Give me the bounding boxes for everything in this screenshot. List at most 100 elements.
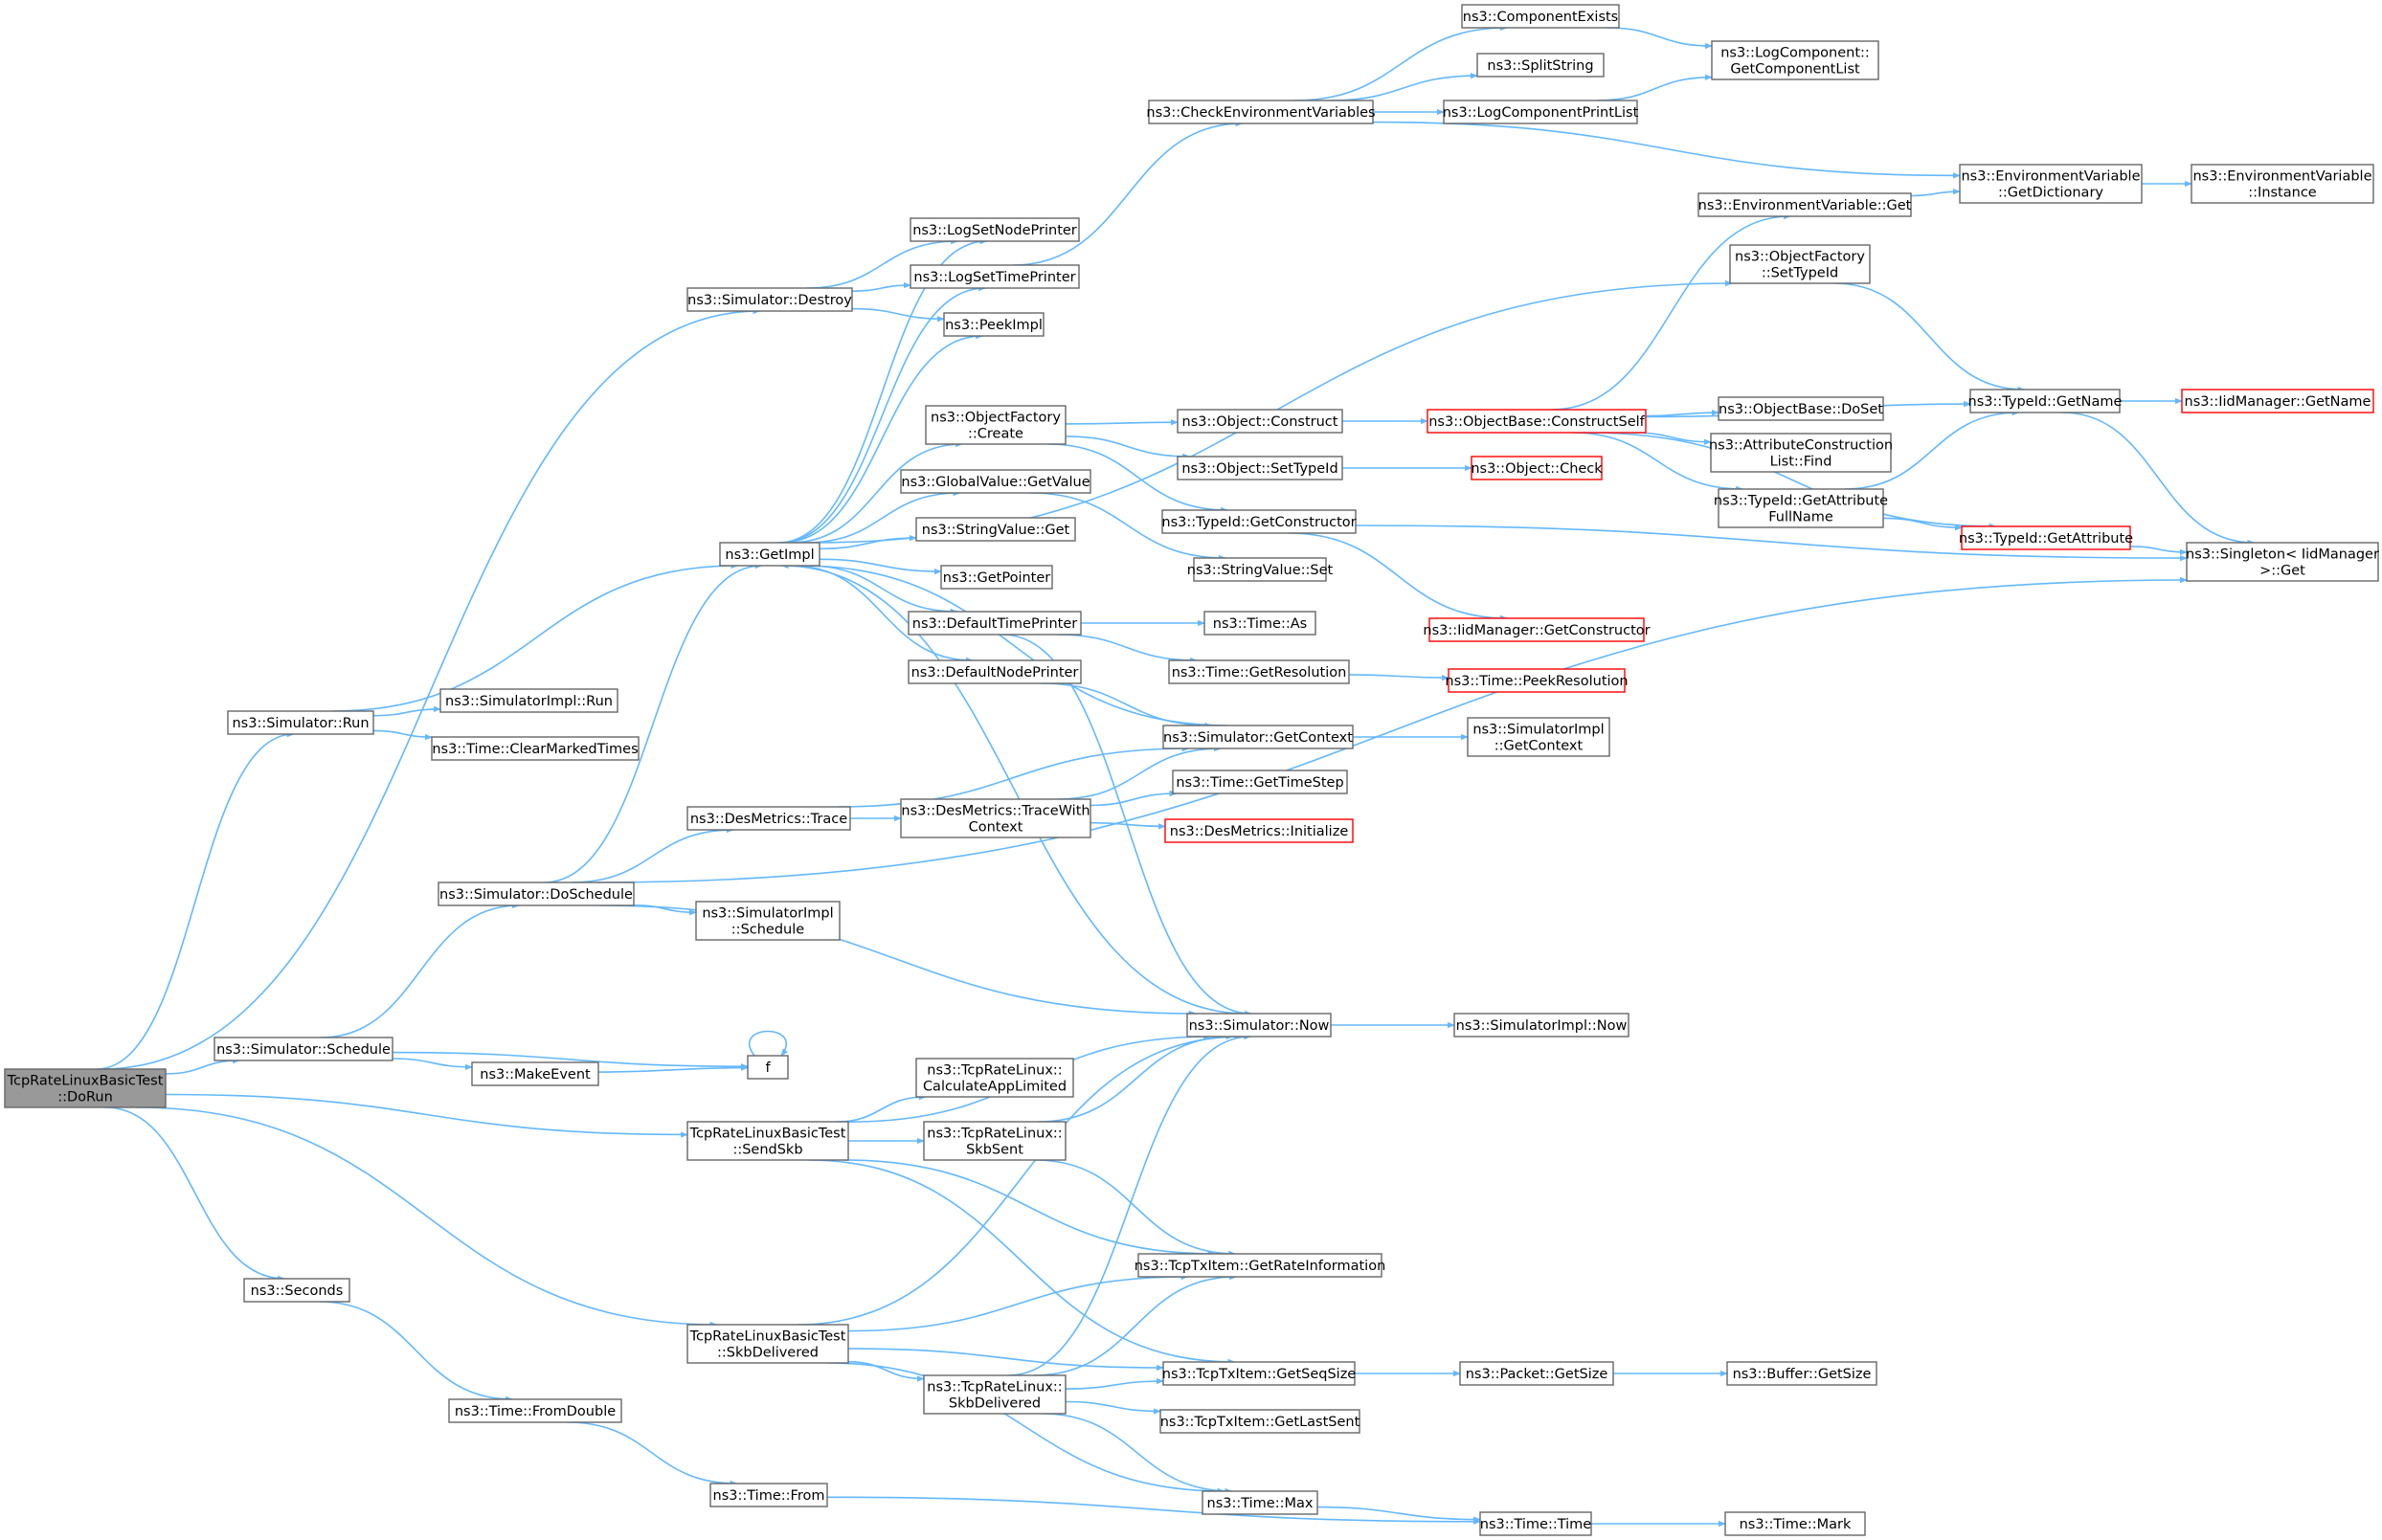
node-label: ns3::LogSetNodePrinter: [912, 223, 1077, 238]
node-defaultnodeprinter[interactable]: ns3::DefaultNodePrinter: [908, 659, 1082, 684]
node-tcptxitem-getrateinfo[interactable]: ns3::TcpTxItem::GetRateInformation: [1135, 1253, 1386, 1278]
node-objectbase-doset[interactable]: ns3::ObjectBase::DoSet: [1718, 396, 1884, 421]
node-objfactory-create[interactable]: ns3::ObjectFactory::Create: [925, 405, 1067, 445]
node-splitstring[interactable]: ns3::SplitString: [1476, 53, 1605, 78]
node-simimpl-run[interactable]: ns3::SimulatorImpl::Run: [439, 688, 618, 713]
call-edge-skbdelivered-to-trl_skbdelivered: [847, 1361, 925, 1382]
node-simimpl-schedule[interactable]: ns3::SimulatorImpl::Schedule: [695, 901, 841, 941]
node-desmetrics-initialize[interactable]: ns3::DesMetrics::Initialize: [1164, 818, 1354, 843]
node-getpointer[interactable]: ns3::GetPointer: [940, 565, 1053, 590]
node-label: ns3::ObjectBase::ConstructSelf: [1428, 414, 1645, 430]
node-sim-run[interactable]: ns3::Simulator::Run: [227, 710, 374, 735]
node-box: [1479, 1511, 1592, 1536]
node-time-from[interactable]: ns3::Time::From: [709, 1483, 828, 1507]
node-checkenv[interactable]: ns3::CheckEnvironmentVariables: [1146, 100, 1376, 124]
node-time-peekresolution[interactable]: ns3::Time::PeekResolution: [1445, 668, 1629, 693]
node-iidmanager-getconstructor[interactable]: ns3::IidManager::GetConstructor: [1423, 617, 1651, 642]
node-sim-doschedule[interactable]: ns3::Simulator::DoSchedule: [438, 882, 635, 906]
node-typeid-getattribute[interactable]: ns3::TypeId::GetAttribute: [1959, 525, 2133, 550]
node-object-check[interactable]: ns3::Object::Check: [1471, 456, 1603, 480]
node-box: [686, 287, 853, 312]
node-time-getresolution[interactable]: ns3::Time::GetResolution: [1168, 659, 1350, 684]
node-componentexists[interactable]: ns3::ComponentExists: [1461, 4, 1620, 29]
node-box: [1959, 164, 2143, 204]
node-label: ::SetTypeId: [1762, 266, 1838, 281]
node-logcomponentprintlist[interactable]: ns3::LogComponentPrintList: [1443, 100, 1639, 124]
node-defaulttimeprinter[interactable]: ns3::DefaultTimePrinter: [908, 611, 1082, 636]
call-edge-sim_doschedule-to-desmetrics_trace: [571, 826, 734, 883]
node-logsettimeprinter[interactable]: ns3::LogSetTimePrinter: [910, 264, 1080, 289]
node-seconds[interactable]: ns3::Seconds: [243, 1278, 350, 1303]
node-label: >::Get: [2259, 564, 2305, 579]
node-time-gettimestep[interactable]: ns3::Time::GetTimeStep: [1172, 770, 1348, 794]
node-logsetnodeprinter[interactable]: ns3::LogSetNodePrinter: [910, 217, 1080, 242]
node-box: [747, 1055, 789, 1080]
node-label: ns3::Time::PeekResolution: [1445, 674, 1628, 689]
node-time-mark[interactable]: ns3::Time::Mark: [1724, 1511, 1866, 1536]
node-tcptxitem-getlastsent[interactable]: ns3::TcpTxItem::GetLastSent: [1159, 1409, 1360, 1434]
node-sendskb[interactable]: TcpRateLinuxBasicTest::SendSkb: [686, 1121, 849, 1161]
node-time-fromdouble[interactable]: ns3::Time::FromDouble: [448, 1398, 622, 1423]
node-simimpl-now[interactable]: ns3::SimulatorImpl::Now: [1453, 1013, 1629, 1038]
node-typeid-getname[interactable]: ns3::TypeId::GetName: [1968, 389, 2123, 413]
node-envvar-instance[interactable]: ns3::EnvironmentVariable::Instance: [2191, 164, 2374, 204]
node-trl-skbdelivered[interactable]: ns3::TcpRateLinux::SkbDelivered: [923, 1374, 1067, 1415]
node-typeid-getconstructor[interactable]: ns3::TypeId::GetConstructor: [1161, 509, 1357, 534]
node-envvar-get[interactable]: ns3::EnvironmentVariable::Get: [1697, 192, 1912, 217]
node-sim-getcontext[interactable]: ns3::Simulator::GetContext: [1162, 725, 1354, 749]
node-label: ns3::Simulator::Now: [1189, 1018, 1330, 1034]
node-box: [1164, 818, 1354, 843]
node-logcomponent-getlist[interactable]: ns3::LogComponent::GetComponentList: [1711, 40, 1879, 80]
node-label: ns3::GetImpl: [725, 547, 814, 563]
call-edge-typeid_getattrfullname-to-typeid_getname: [1844, 409, 2020, 490]
node-object-settypeid[interactable]: ns3::Object::SetTypeId: [1177, 456, 1343, 480]
node-sim-now[interactable]: ns3::Simulator::Now: [1186, 1013, 1332, 1038]
node-desmetrics-trace[interactable]: ns3::DesMetrics::Trace: [686, 806, 851, 831]
node-label: ns3::SimulatorImpl::Run: [445, 694, 613, 709]
node-f[interactable]: f: [747, 1055, 789, 1080]
node-sim-destroy[interactable]: ns3::Simulator::Destroy: [686, 287, 853, 312]
node-label: ns3::LogSetTimePrinter: [913, 270, 1075, 285]
node-time-max[interactable]: ns3::Time::Max: [1202, 1490, 1318, 1515]
node-root[interactable]: TcpRateLinuxBasicTest::DoRun: [4, 1068, 167, 1108]
node-time-time[interactable]: ns3::Time::Time: [1479, 1511, 1592, 1536]
node-trl-skbsent[interactable]: ns3::TcpRateLinux::SkbSent: [923, 1121, 1067, 1161]
node-time-clearmarked[interactable]: ns3::Time::ClearMarkedTimes: [431, 736, 640, 761]
node-envvar-getdict[interactable]: ns3::EnvironmentVariable::GetDictionary: [1959, 164, 2143, 204]
call-edge-objectbase_constructself-to-typeid_getattrfullname: [1571, 432, 1744, 493]
node-peekimpl[interactable]: ns3::PeekImpl: [943, 312, 1045, 337]
node-box: [1203, 611, 1316, 636]
node-globalvalue-getvalue[interactable]: ns3::GlobalValue::GetValue: [900, 469, 1091, 494]
call-edge-checkenv-to-componentexists: [1293, 24, 1508, 101]
node-makeevent[interactable]: ns3::MakeEvent: [471, 1061, 599, 1086]
node-label: ns3::Simulator::GetContext: [1163, 730, 1353, 746]
call-edge-getimpl-to-logsettimeprinter: [778, 284, 987, 544]
node-label: Context: [969, 820, 1023, 836]
node-box: [1427, 409, 1647, 434]
node-tcptxitem-getseqsize[interactable]: ns3::TcpTxItem::GetSeqSize: [1162, 1361, 1357, 1386]
call-edge-trl_skbdelivered-to-tcptxitem_getrateinfo: [1033, 1273, 1238, 1376]
node-box: [695, 901, 841, 941]
node-stringvalue-set[interactable]: ns3::StringValue::Set: [1187, 557, 1334, 582]
node-stringvalue-get[interactable]: ns3::StringValue::Get: [915, 517, 1076, 542]
node-label: ns3::IidManager::GetName: [2185, 394, 2371, 410]
node-singleton-get[interactable]: ns3::Singleton< IidManager >::Get: [2186, 542, 2379, 582]
node-objfactory-settypeid[interactable]: ns3::ObjectFactory::SetTypeId: [1729, 244, 1871, 284]
node-buffer-getsize[interactable]: ns3::Buffer::GetSize: [1726, 1361, 1877, 1386]
node-packet-getsize[interactable]: ns3::Packet::GetSize: [1459, 1361, 1614, 1386]
node-calcapplimited[interactable]: ns3::TcpRateLinux::CalculateAppLimited: [915, 1058, 1074, 1098]
node-iidmanager-getname[interactable]: ns3::IidManager::GetName: [2181, 389, 2374, 413]
node-simimpl-getcontext[interactable]: ns3::SimulatorImpl::GetContext: [1467, 717, 1610, 757]
node-skbdelivered[interactable]: TcpRateLinuxBasicTest::SkbDelivered: [686, 1324, 849, 1364]
node-label: TcpRateLinuxBasicTest: [689, 1127, 846, 1142]
node-objectbase-constructself[interactable]: ns3::ObjectBase::ConstructSelf: [1427, 409, 1647, 434]
node-time-as[interactable]: ns3::Time::As: [1203, 611, 1316, 636]
node-object-construct[interactable]: ns3::Object::Construct: [1177, 409, 1343, 434]
node-sim-schedule[interactable]: ns3::Simulator::Schedule: [213, 1037, 393, 1061]
node-getimpl[interactable]: ns3::GetImpl: [719, 542, 820, 567]
node-label: ns3::TcpRateLinux::: [927, 1380, 1062, 1395]
call-edge-typeid_getconstructor-to-singleton_get: [1355, 524, 2188, 562]
